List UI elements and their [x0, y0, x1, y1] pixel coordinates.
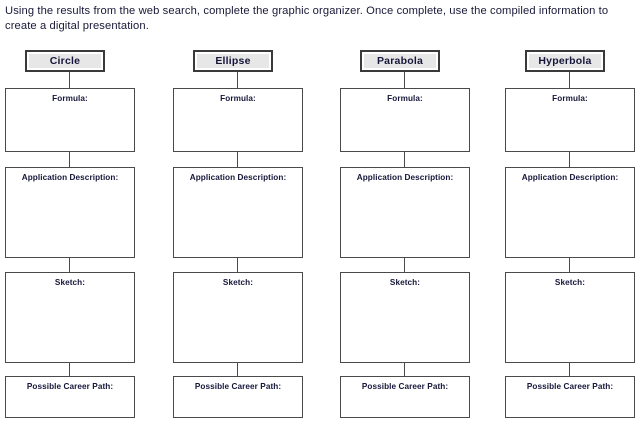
organizer-column-hyperbola: Hyperbola Formula: Application Descripti… — [500, 0, 635, 424]
cell-label-formula: Formula: — [552, 94, 588, 103]
organizer-column-circle: Circle Formula: Application Description:… — [0, 0, 135, 424]
cell-label-sketch: Sketch: — [222, 278, 254, 287]
cell-label-career: Possible Career Path: — [526, 382, 614, 391]
cell-career-circle[interactable]: Possible Career Path: — [5, 376, 135, 418]
column-header-label-hyperbola: Hyperbola — [538, 55, 592, 67]
cell-career-parabola[interactable]: Possible Career Path: — [340, 376, 470, 418]
connector-appdesc-to-sketch — [404, 258, 405, 272]
connector-sketch-to-career — [404, 363, 405, 376]
column-header-fill-circle: Circle — [29, 54, 101, 68]
column-header-label-circle: Circle — [49, 55, 81, 67]
column-header-label-ellipse: Ellipse — [215, 55, 251, 67]
connector-appdesc-to-sketch — [69, 258, 70, 272]
column-header-fill-parabola: Parabola — [364, 54, 436, 68]
cell-formula-ellipse[interactable]: Formula: — [173, 88, 303, 152]
cell-sketch-parabola[interactable]: Sketch: — [340, 272, 470, 363]
cell-career-hyperbola[interactable]: Possible Career Path: — [505, 376, 635, 418]
cell-sketch-hyperbola[interactable]: Sketch: — [505, 272, 635, 363]
column-header-fill-hyperbola: Hyperbola — [529, 54, 601, 68]
organizer-column-parabola: Parabola Formula: Application Descriptio… — [335, 0, 470, 424]
connector-sketch-to-career — [237, 363, 238, 376]
connector-appdesc-to-sketch — [237, 258, 238, 272]
cell-formula-hyperbola[interactable]: Formula: — [505, 88, 635, 152]
connector-sketch-to-career — [569, 363, 570, 376]
cell-application-description-hyperbola[interactable]: Application Description: — [505, 167, 635, 258]
cell-sketch-ellipse[interactable]: Sketch: — [173, 272, 303, 363]
cell-label-application-description: Application Description: — [21, 173, 119, 182]
connector-appdesc-to-sketch — [569, 258, 570, 272]
connector-header-to-formula — [569, 72, 570, 88]
column-header-box-ellipse[interactable]: Ellipse — [193, 50, 273, 72]
connector-sketch-to-career — [69, 363, 70, 376]
connector-header-to-formula — [237, 72, 238, 88]
cell-career-ellipse[interactable]: Possible Career Path: — [173, 376, 303, 418]
column-header-fill-ellipse: Ellipse — [197, 54, 269, 68]
cell-application-description-ellipse[interactable]: Application Description: — [173, 167, 303, 258]
connector-formula-to-appdesc — [569, 152, 570, 167]
cell-label-formula: Formula: — [220, 94, 256, 103]
cell-label-sketch: Sketch: — [54, 278, 86, 287]
cell-label-formula: Formula: — [52, 94, 88, 103]
organizer-column-ellipse: Ellipse Formula: Application Description… — [168, 0, 303, 424]
cell-label-sketch: Sketch: — [554, 278, 586, 287]
cell-label-application-description: Application Description: — [521, 173, 619, 182]
connector-formula-to-appdesc — [237, 152, 238, 167]
cell-label-career: Possible Career Path: — [361, 382, 449, 391]
cell-sketch-circle[interactable]: Sketch: — [5, 272, 135, 363]
connector-formula-to-appdesc — [404, 152, 405, 167]
cell-label-formula: Formula: — [387, 94, 423, 103]
cell-formula-circle[interactable]: Formula: — [5, 88, 135, 152]
cell-label-career: Possible Career Path: — [26, 382, 114, 391]
column-header-box-circle[interactable]: Circle — [25, 50, 105, 72]
column-header-label-parabola: Parabola — [376, 55, 424, 67]
cell-label-application-description: Application Description: — [356, 173, 454, 182]
cell-application-description-parabola[interactable]: Application Description: — [340, 167, 470, 258]
instructions-text: Using the results from the web search, c… — [5, 5, 609, 32]
column-header-box-hyperbola[interactable]: Hyperbola — [525, 50, 605, 72]
cell-label-application-description: Application Description: — [189, 173, 287, 182]
cell-label-career: Possible Career Path: — [194, 382, 282, 391]
connector-header-to-formula — [69, 72, 70, 88]
connector-formula-to-appdesc — [69, 152, 70, 167]
connector-header-to-formula — [404, 72, 405, 88]
cell-application-description-circle[interactable]: Application Description: — [5, 167, 135, 258]
column-header-box-parabola[interactable]: Parabola — [360, 50, 440, 72]
cell-formula-parabola[interactable]: Formula: — [340, 88, 470, 152]
cell-label-sketch: Sketch: — [389, 278, 421, 287]
